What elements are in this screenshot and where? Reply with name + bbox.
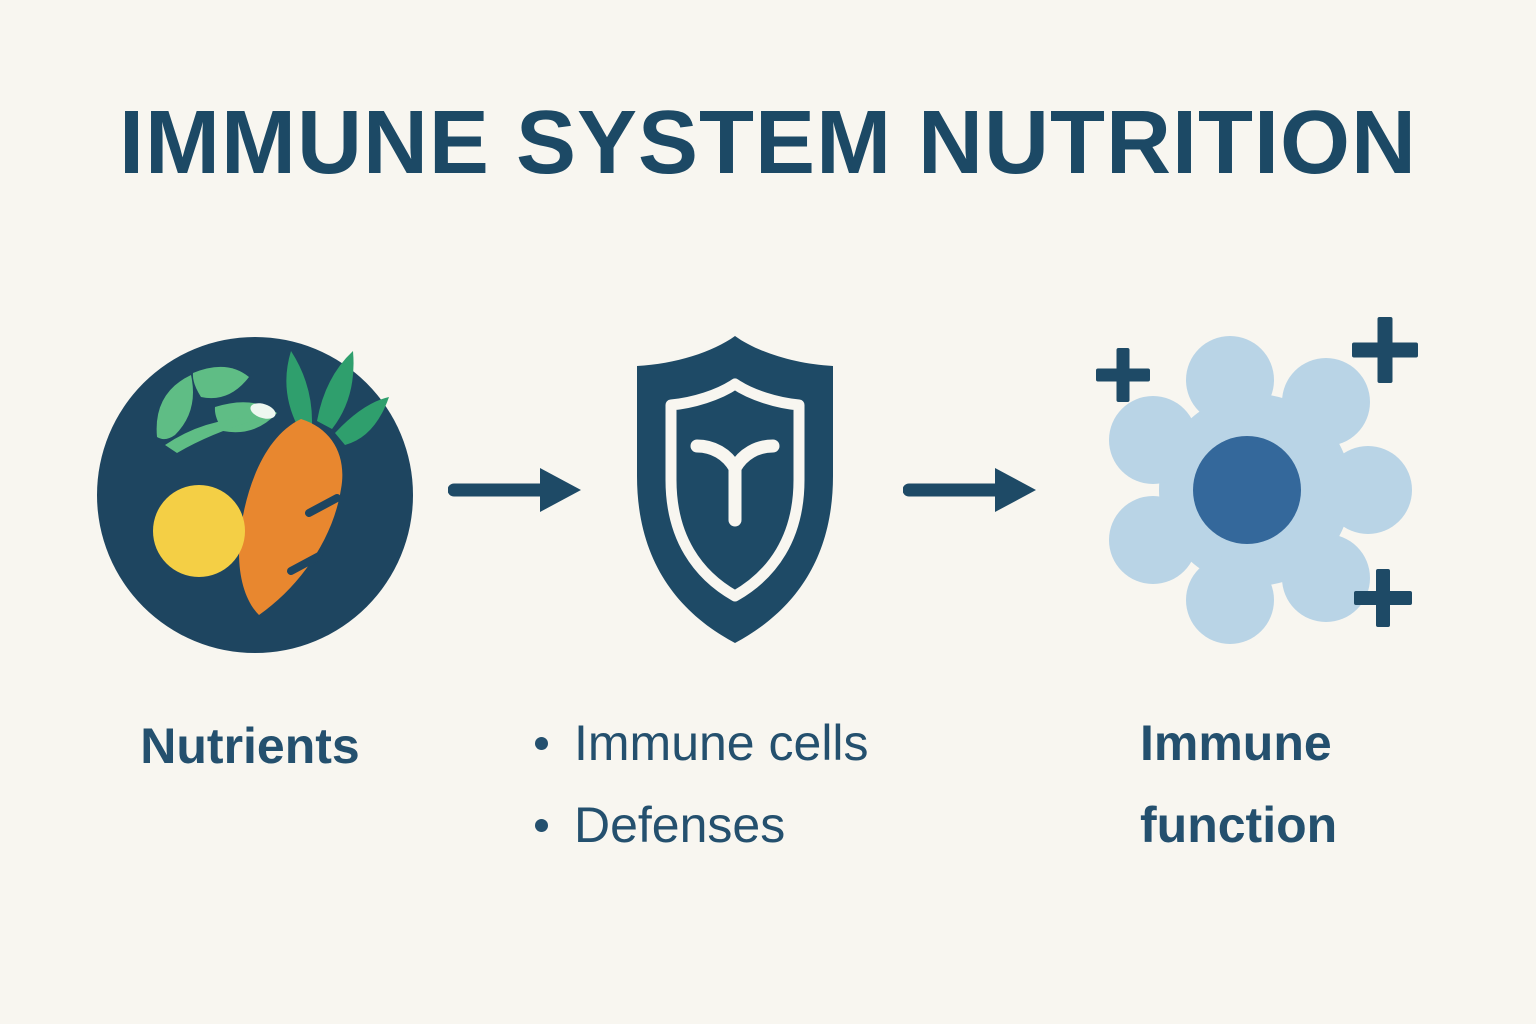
- nutrients-circle-icon: [97, 337, 413, 653]
- flow-arrow-1-icon: [448, 468, 581, 512]
- carrot-top-icon: [286, 351, 389, 445]
- lemon-icon: [153, 485, 245, 577]
- t-cell-glyph-icon: [690, 439, 780, 527]
- shield-icon: [637, 336, 833, 643]
- immune-function-label: Immune function: [1140, 702, 1337, 866]
- list-item: Immune cells: [535, 702, 869, 784]
- bullet-dot-icon: [535, 736, 548, 750]
- page-title: IMMUNE SYSTEM NUTRITION: [119, 93, 1417, 193]
- step-immune-function: [1055, 295, 1455, 690]
- step-immune-cells: [605, 330, 865, 655]
- immune-cells-bullet-list: Immune cells Defenses: [535, 702, 869, 866]
- bullet-item-label: Immune cells: [574, 715, 869, 771]
- flow-arrow-2-icon: [903, 468, 1036, 512]
- list-item: Defenses: [535, 784, 869, 866]
- plus-signs-icon: [1096, 317, 1418, 627]
- immune-cell-icon: [1096, 317, 1418, 644]
- bullet-item-label: Defenses: [574, 797, 786, 853]
- step-nutrients: [95, 335, 415, 660]
- nutrients-label: Nutrients: [140, 718, 360, 774]
- immune-function-line1: Immune: [1140, 715, 1332, 771]
- carrot-icon: [239, 419, 343, 615]
- cell-nucleus-icon: [1193, 436, 1301, 544]
- bullet-dot-icon: [535, 818, 548, 832]
- immune-function-line2: function: [1140, 797, 1338, 853]
